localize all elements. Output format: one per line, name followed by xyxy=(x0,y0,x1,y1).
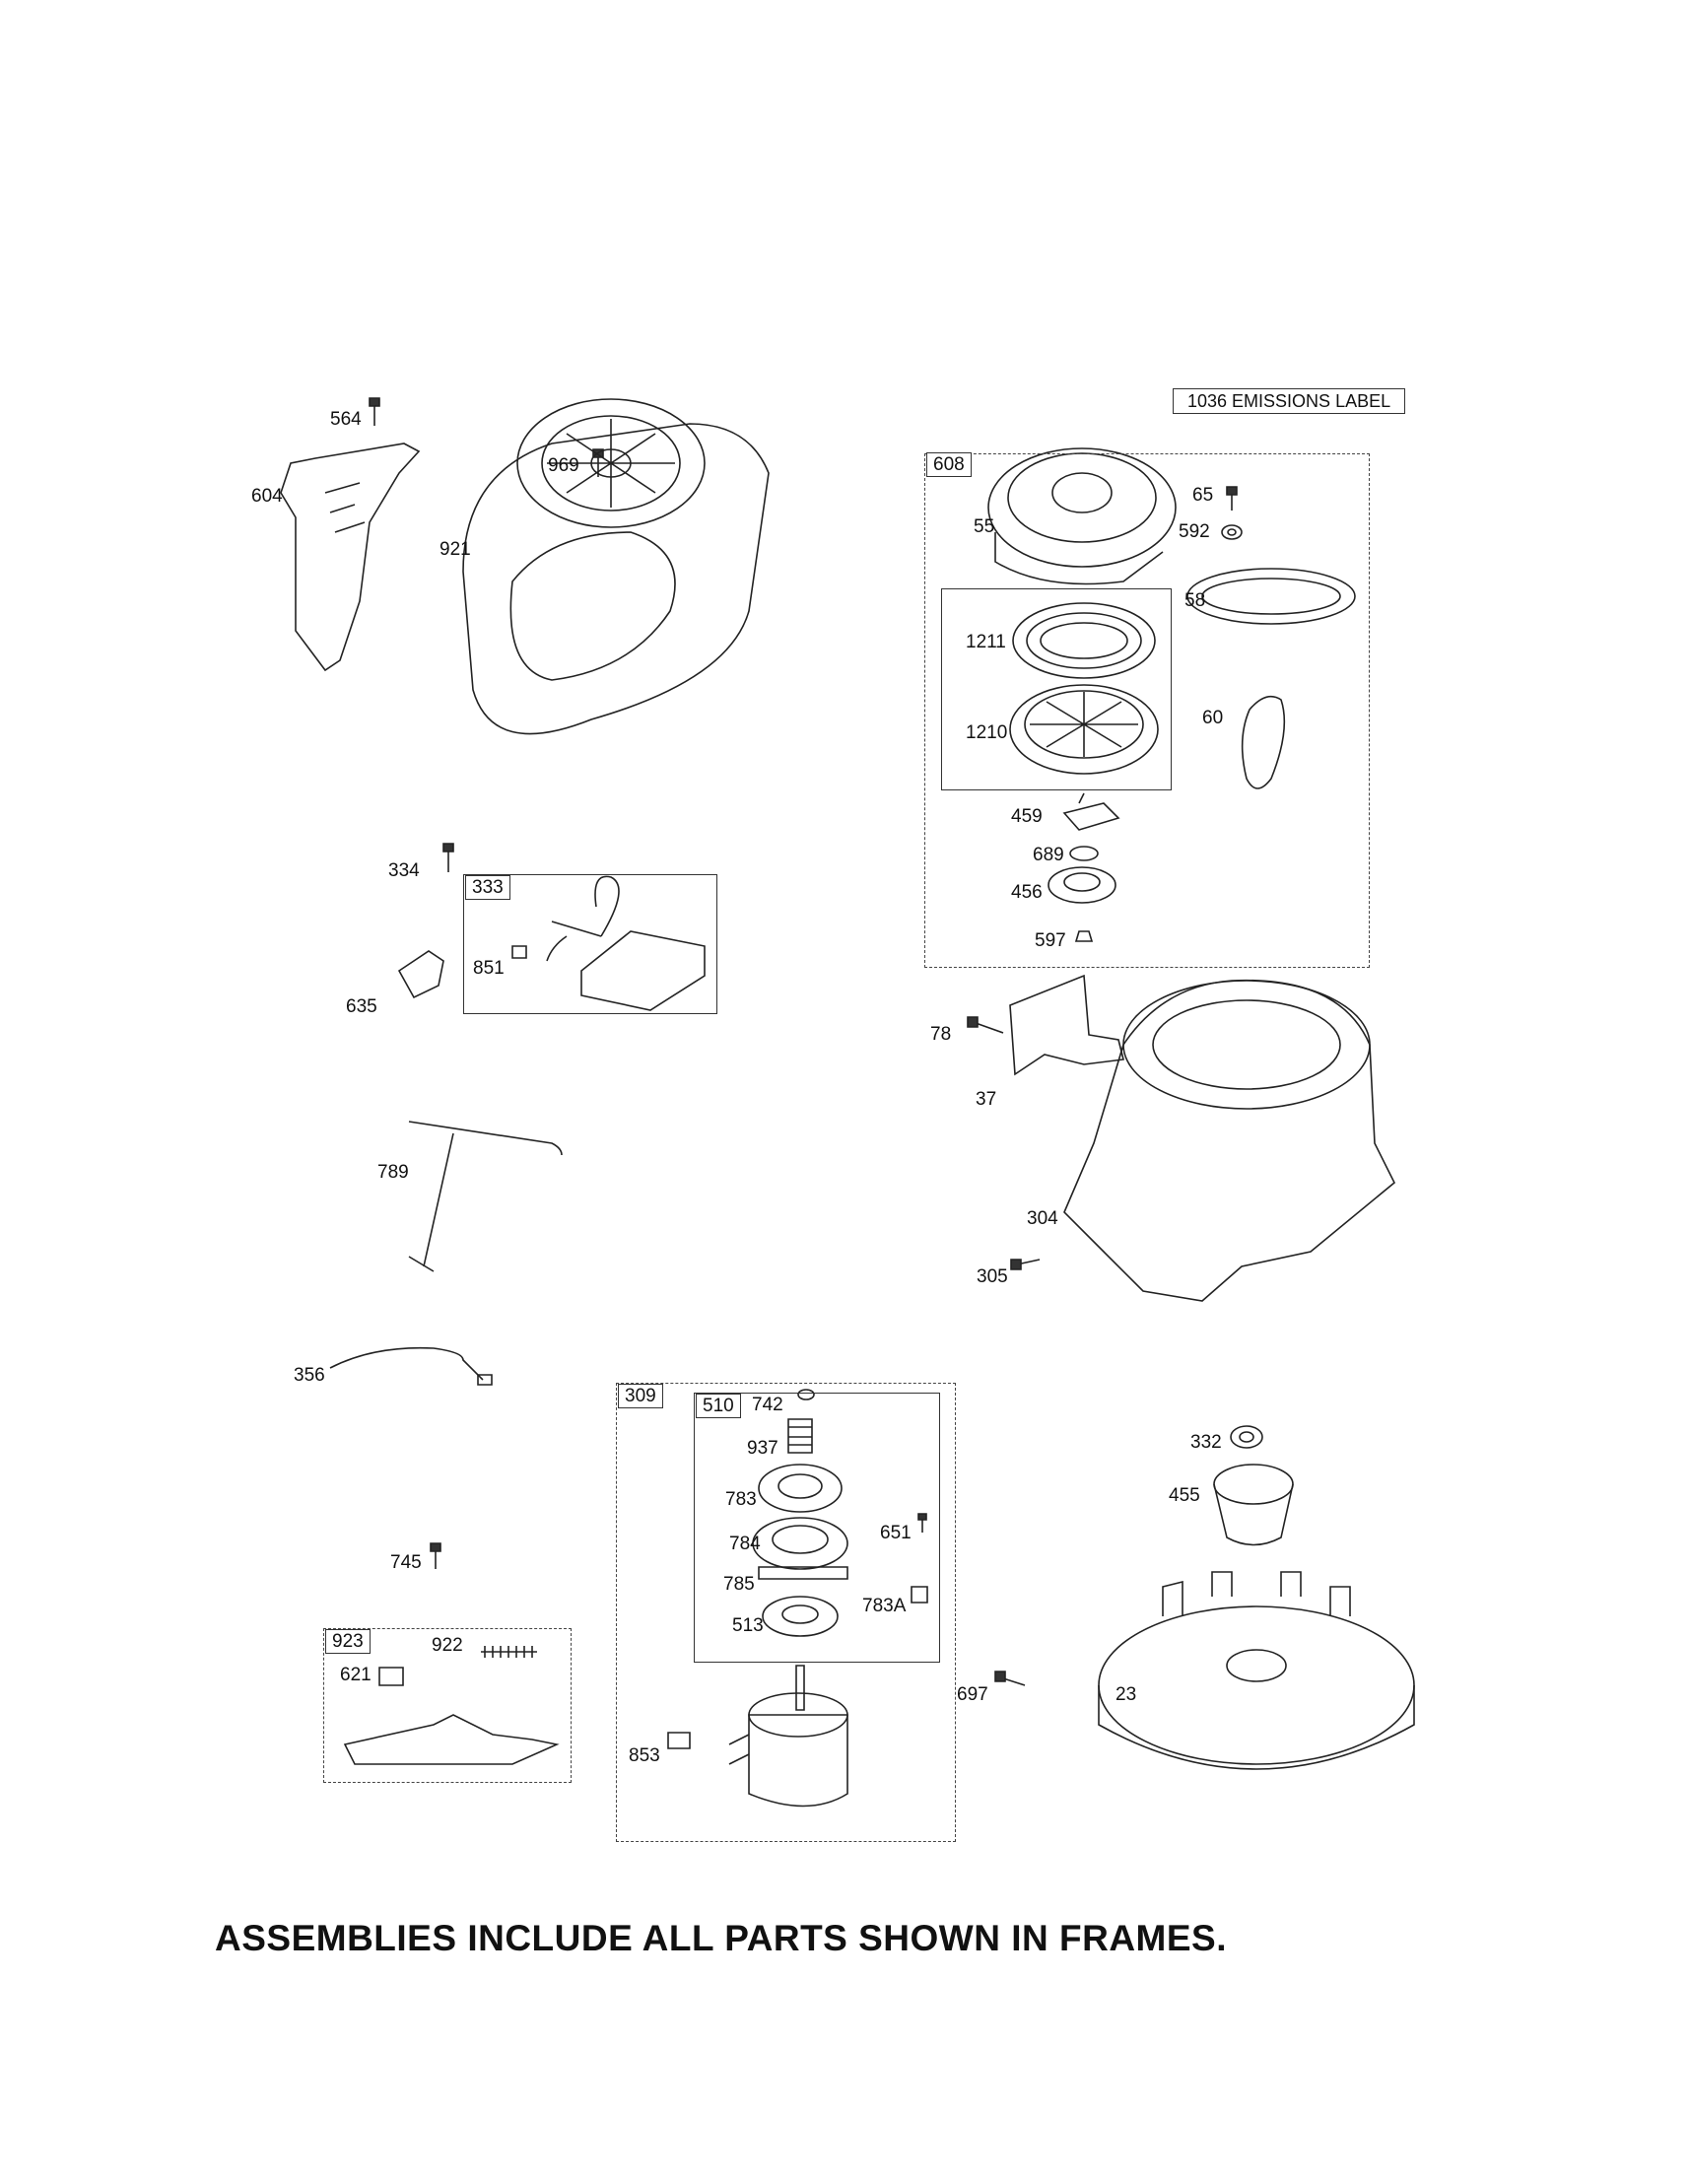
part-label: 564 xyxy=(330,409,362,430)
part-label: 689 xyxy=(1033,845,1064,865)
part-label: 597 xyxy=(1035,930,1066,951)
frame-923-tag: 923 xyxy=(325,1629,371,1654)
part-label: 65 xyxy=(1192,485,1214,506)
lever-621-icon xyxy=(379,1668,403,1685)
wire-harness-789-icon xyxy=(409,1122,562,1271)
starter-motor-icon xyxy=(729,1666,847,1807)
part-label: 1211 xyxy=(966,632,1006,652)
screw-597-icon xyxy=(1076,931,1092,941)
frame-510-tag: 510 xyxy=(696,1394,741,1418)
part-label: 1210 xyxy=(966,722,1008,743)
rope-58-icon xyxy=(1187,569,1355,624)
part-label: 784 xyxy=(729,1534,761,1554)
cup-455-icon xyxy=(1214,1465,1293,1545)
nut-332-icon xyxy=(1231,1426,1262,1448)
frame-923 xyxy=(323,1628,572,1783)
part-label: 304 xyxy=(1027,1208,1058,1229)
screw-745-icon xyxy=(431,1543,440,1569)
governor-bracket-icon xyxy=(345,1715,557,1764)
part-label: 78 xyxy=(930,1024,952,1045)
spring-922-icon xyxy=(481,1646,537,1658)
part-label: 604 xyxy=(251,486,283,507)
part-label: 922 xyxy=(432,1635,463,1656)
screw-78-icon xyxy=(968,1017,1003,1033)
part-label: 742 xyxy=(752,1395,783,1415)
screw-651-icon xyxy=(918,1514,926,1533)
screw-334-icon xyxy=(443,844,453,872)
screw-305-icon xyxy=(1011,1260,1040,1269)
clip-742-icon xyxy=(798,1390,814,1399)
part-label: 853 xyxy=(629,1745,660,1766)
baffle-604-icon xyxy=(281,444,419,670)
retainer-456-icon xyxy=(1048,867,1115,903)
blower-housing-921-icon xyxy=(463,399,769,734)
frame-608-tag: 608 xyxy=(926,452,972,477)
part-label: 58 xyxy=(1184,590,1206,611)
bracket-785-icon xyxy=(759,1567,847,1579)
spring-937-icon xyxy=(788,1419,812,1453)
cup-784-icon xyxy=(753,1518,847,1569)
part-label: 783A xyxy=(862,1596,907,1616)
part-label: 37 xyxy=(976,1089,997,1110)
part-label: 635 xyxy=(346,996,377,1017)
part-label: 969 xyxy=(548,455,579,476)
part-label: 459 xyxy=(1011,806,1043,827)
part-label: 356 xyxy=(294,1365,325,1386)
wire-356-icon xyxy=(330,1348,492,1385)
gear-783-icon xyxy=(759,1465,842,1512)
part-label: 921 xyxy=(439,539,471,560)
part-label: 651 xyxy=(880,1523,912,1543)
part-label: 305 xyxy=(977,1266,1008,1287)
pinion-513-icon xyxy=(763,1597,838,1636)
frame-608-inner xyxy=(941,588,1172,790)
flywheel-23-icon xyxy=(1099,1572,1414,1769)
assemblies-note: ASSEMBLIES INCLUDE ALL PARTS SHOWN IN FR… xyxy=(215,1918,1228,1958)
part-label: 334 xyxy=(388,860,420,881)
boot-635-icon xyxy=(399,951,443,997)
part-label: 621 xyxy=(340,1665,372,1685)
ring-689-icon xyxy=(1070,847,1098,860)
frame-608 xyxy=(924,453,1370,968)
part-label: 697 xyxy=(957,1684,988,1705)
part-label: 455 xyxy=(1169,1485,1200,1506)
part-label: 60 xyxy=(1202,708,1224,728)
baffle-37-icon xyxy=(1010,976,1123,1074)
part-label: 55 xyxy=(974,516,995,537)
screw-564-icon xyxy=(370,398,379,426)
connector-851-icon xyxy=(512,946,526,958)
part-label: 783 xyxy=(725,1489,757,1510)
frame-333-tag: 333 xyxy=(465,875,510,900)
handle-60-icon xyxy=(1243,697,1285,788)
pawl-459-icon xyxy=(1064,793,1118,830)
nut-592-icon xyxy=(1222,525,1242,539)
part-label: 745 xyxy=(390,1552,422,1573)
ignition-module-333-icon xyxy=(547,876,705,1010)
part-label: 23 xyxy=(1115,1684,1137,1705)
emissions-label: 1036 EMISSIONS LABEL xyxy=(1173,388,1406,414)
part-label: 456 xyxy=(1011,882,1043,903)
part-label: 513 xyxy=(732,1615,764,1636)
part-label: 937 xyxy=(747,1438,778,1459)
screw-697-icon xyxy=(995,1672,1025,1685)
connector-853-icon xyxy=(668,1733,690,1748)
frame-510 xyxy=(694,1393,940,1663)
frame-309 xyxy=(616,1383,956,1842)
part-label: 332 xyxy=(1190,1432,1222,1453)
part-label: 851 xyxy=(473,958,505,979)
part-label: 785 xyxy=(723,1574,755,1595)
part-label: 592 xyxy=(1179,521,1210,542)
part-label: 789 xyxy=(377,1162,409,1183)
cap-783a-icon xyxy=(912,1587,927,1603)
frame-309-tag: 309 xyxy=(618,1384,663,1408)
screw-65-icon xyxy=(1227,487,1237,511)
cylinder-shroud-304-icon xyxy=(1064,981,1394,1301)
frame-333 xyxy=(463,874,717,1014)
spring-1211-icon xyxy=(1013,603,1155,678)
pulley-1210-icon xyxy=(1010,685,1158,774)
